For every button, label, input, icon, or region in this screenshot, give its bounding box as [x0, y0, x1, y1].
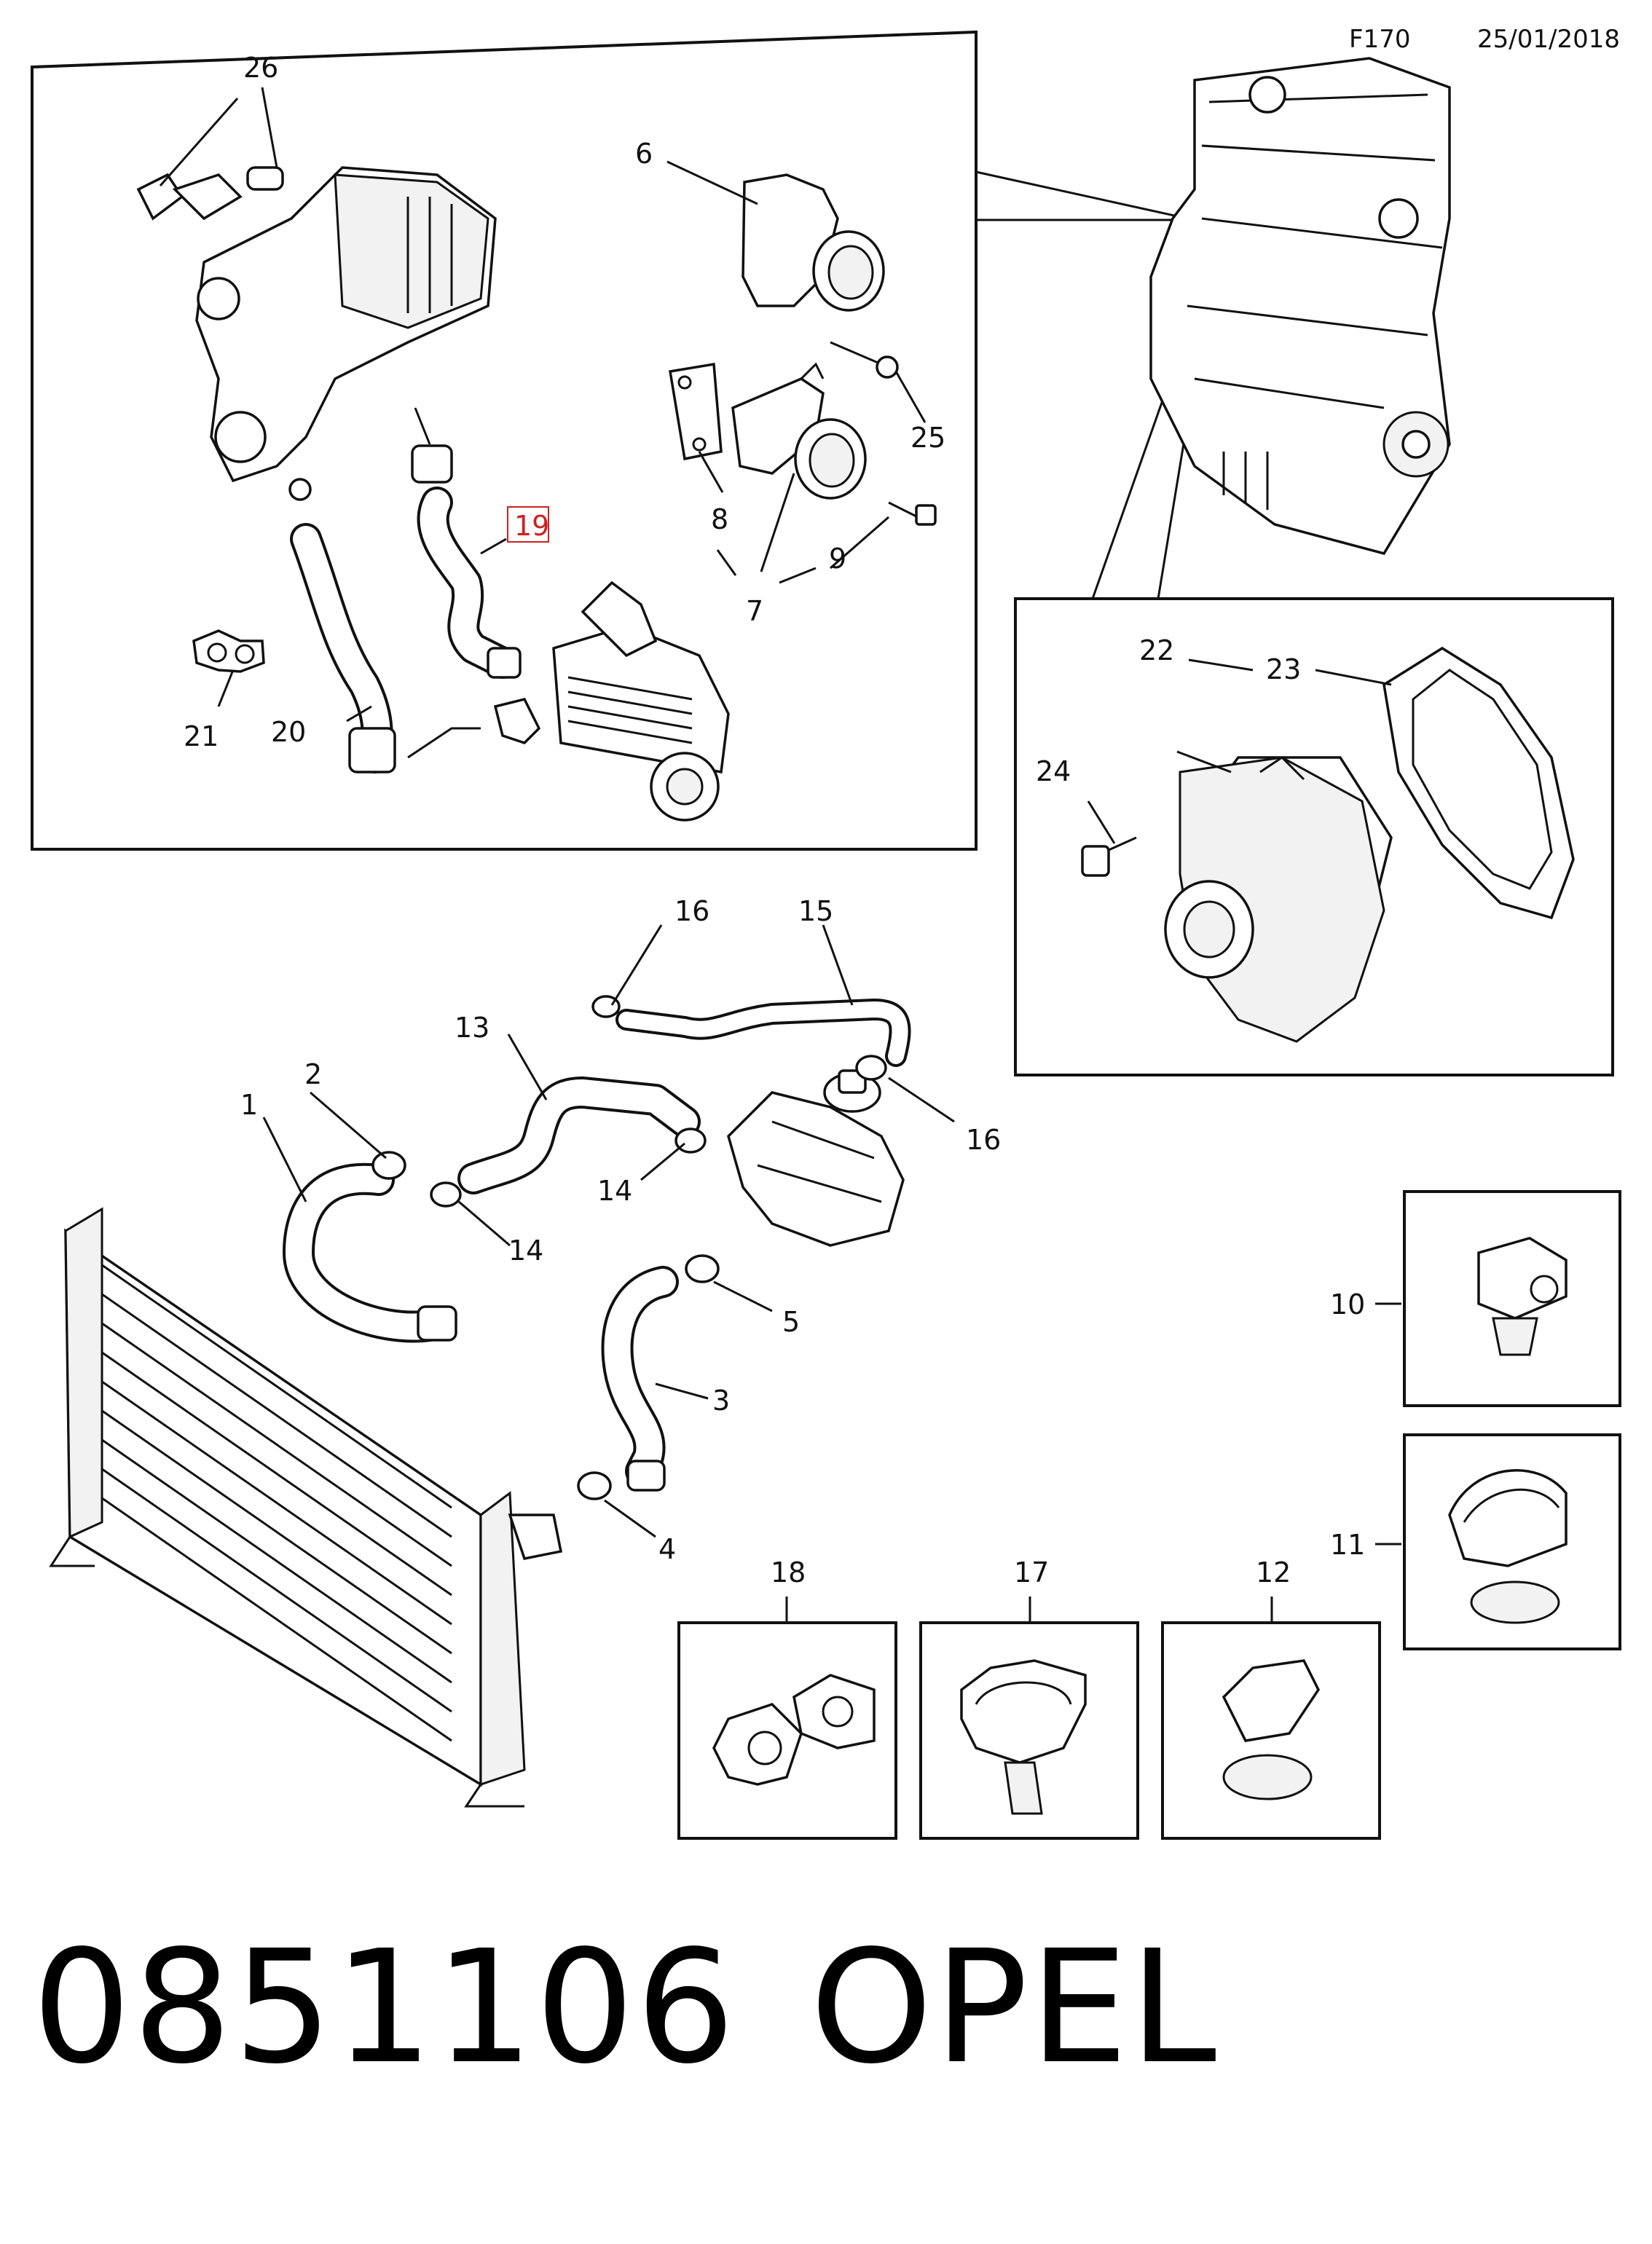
callout-14-left[interactable]: 14: [508, 1235, 543, 1267]
hose-15-illustration: [615, 999, 911, 1067]
hose-3-illustration: [601, 1266, 679, 1492]
callout-4[interactable]: 4: [658, 1533, 676, 1565]
callout-21[interactable]: 21: [184, 720, 219, 752]
detail-box-engine-top: [31, 30, 978, 851]
detail-box-water-pump: [1014, 597, 1614, 1076]
callout-6[interactable]: 6: [635, 138, 653, 170]
hose-19-illustration: [411, 407, 522, 679]
oil-cooler-illustration: [407, 580, 730, 822]
callout-14-mid[interactable]: 14: [597, 1175, 632, 1207]
water-outlet-7-illustration: [731, 362, 867, 500]
callout-8[interactable]: 8: [711, 503, 728, 535]
pump-gasket-23-illustration: [1382, 646, 1575, 920]
callout-3[interactable]: 3: [712, 1385, 730, 1417]
clamp-2-illustration: [371, 1151, 406, 1180]
pipe-fitting-26: [136, 173, 184, 221]
callout-23[interactable]: 23: [1266, 653, 1301, 685]
clamp-14-illustration: [430, 1127, 707, 1208]
callout-16-right[interactable]: 16: [966, 1124, 1001, 1156]
callout-10[interactable]: 10: [1330, 1288, 1365, 1320]
clamp-16-illustration: [591, 995, 887, 1081]
callout-17[interactable]: 17: [1014, 1556, 1049, 1588]
engine-block-illustration: [1149, 57, 1451, 556]
parts-diagram: 26 6 25 8 9 7 19 21 20 22 23 24 16 15 13…: [31, 30, 1621, 1840]
callout-7[interactable]: 7: [746, 595, 763, 627]
coolant-reservoir-illustration: [727, 1069, 905, 1247]
gasket-8-illustration: [668, 362, 723, 461]
hose-20-illustration: [288, 478, 396, 773]
clip-12-illustration: [1222, 1659, 1321, 1800]
callout-12[interactable]: 12: [1256, 1556, 1291, 1588]
hose-13-illustration: [457, 1076, 701, 1194]
radiator-illustration: [49, 1207, 563, 1808]
callout-15[interactable]: 15: [798, 895, 833, 927]
bolt-9-illustration: [888, 501, 937, 526]
brand-name: OPEL: [810, 1917, 1218, 2098]
callout-24[interactable]: 24: [1036, 755, 1071, 787]
part-number: 0851106: [32, 1917, 737, 2098]
callout-16-top[interactable]: 16: [674, 895, 709, 927]
clip-21-illustration: [192, 629, 265, 673]
bolt-25-illustration: [830, 341, 899, 379]
hose-1-illustration: [283, 1162, 457, 1343]
diagram-code: F170: [1349, 25, 1411, 54]
callout-19-highlight: [507, 506, 549, 543]
clamp-4-illustration: [577, 1471, 612, 1500]
callout-25[interactable]: 25: [910, 422, 945, 454]
clip-11-illustration: [1448, 1469, 1568, 1624]
callout-18[interactable]: 18: [771, 1556, 806, 1588]
clamp-5-illustration: [685, 1254, 720, 1283]
callout-26[interactable]: 26: [243, 52, 278, 84]
clip-10-illustration: [1477, 1237, 1568, 1356]
clip-18-illustration: [712, 1674, 876, 1786]
callout-22[interactable]: 22: [1139, 634, 1174, 666]
detail-box-10: [1403, 1190, 1621, 1407]
callout-13[interactable]: 13: [455, 1012, 489, 1044]
diagram-date: 25/01/2018: [1477, 25, 1620, 54]
thermostat-housing-6-illustration: [742, 173, 885, 312]
callout-1[interactable]: 1: [240, 1089, 258, 1121]
detail-box-11: [1403, 1433, 1621, 1650]
water-pump-illustration: [1164, 756, 1393, 1043]
leader-lines: [159, 87, 1401, 1623]
callout-9[interactable]: 9: [829, 543, 846, 575]
callout-11[interactable]: 11: [1330, 1529, 1365, 1561]
callout-20[interactable]: 20: [271, 716, 306, 748]
callout-2[interactable]: 2: [304, 1058, 322, 1090]
callout-19[interactable]: 19: [514, 510, 549, 542]
egr-manifold-illustration: [136, 166, 497, 483]
callout-5[interactable]: 5: [782, 1306, 800, 1338]
bolt-24-illustration: [1081, 836, 1137, 877]
clip-17-illustration: [960, 1659, 1087, 1815]
